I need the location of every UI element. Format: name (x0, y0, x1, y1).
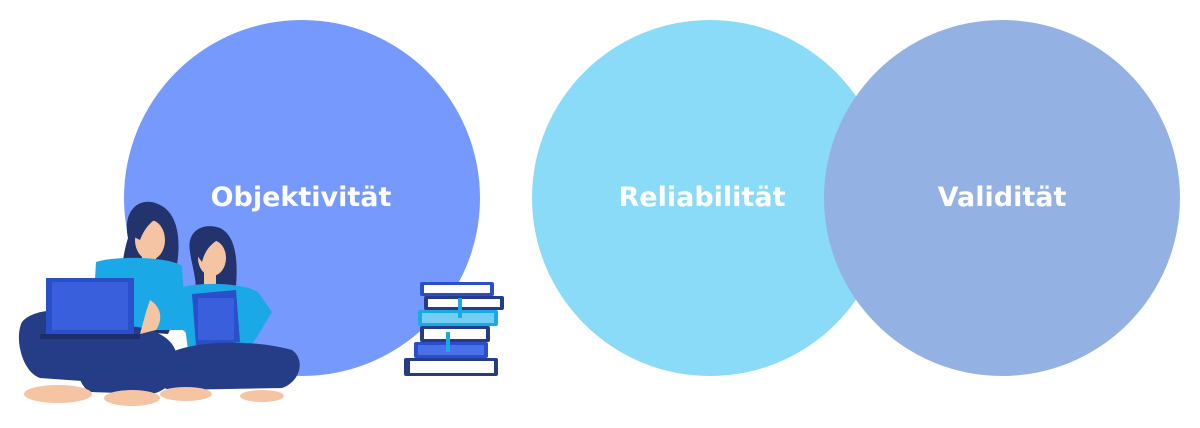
book-stack-illustration (404, 282, 504, 376)
label-validitaet: Validität (938, 182, 1067, 213)
label-reliabilitaet: Reliabilität (619, 182, 786, 213)
two-women-studying-illustration (18, 201, 300, 406)
circle-reliabilitaet (532, 20, 888, 376)
woman-with-laptop (18, 201, 186, 406)
woman-with-tablet (154, 226, 300, 402)
label-objektivitaet: Objektivität (211, 182, 392, 213)
circle-validitaet (824, 20, 1180, 376)
